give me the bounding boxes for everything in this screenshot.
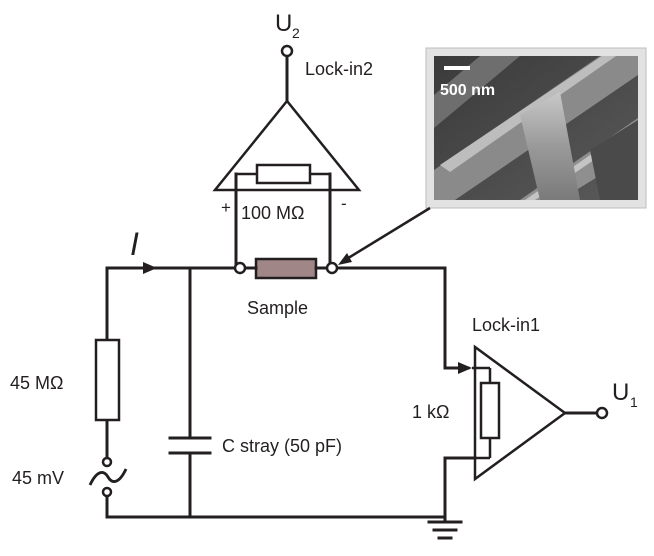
u1-terminal: [595, 406, 609, 420]
lock-in1-label: Lock-in1: [472, 315, 540, 335]
sem-inset: 500 nm: [425, 47, 647, 209]
feedback-resistor-label: 100 MΩ: [241, 203, 304, 223]
scale-bar-label: 500 nm: [440, 82, 495, 99]
u1-subscript: 1: [630, 394, 638, 410]
lock-in2-label: Lock-in2: [305, 59, 373, 79]
ac-source-icon: [88, 456, 128, 498]
sample-resistor: [254, 257, 318, 280]
feedback-resistor: [255, 163, 312, 185]
sample-terminal-right: [325, 261, 339, 275]
capacitor-label: C stray (50 pF): [222, 436, 342, 456]
u2-terminal: [280, 44, 294, 58]
series-resistor: [94, 338, 121, 422]
u2-label: U: [275, 10, 292, 37]
u2-subscript: 2: [292, 25, 300, 41]
lock-in1-amplifier: [472, 344, 568, 482]
shunt-resistor-label: 1 kΩ: [412, 402, 449, 422]
input-arrow-icon: [458, 362, 472, 374]
sample-label: Sample: [247, 298, 308, 318]
wiring: [105, 54, 599, 540]
minus-label: -: [341, 194, 347, 213]
series-resistor-label: 45 MΩ: [10, 373, 63, 393]
plus-label: +: [221, 198, 231, 217]
source-label: 45 mV: [12, 468, 64, 488]
scale-bar: [444, 66, 470, 70]
lock-in2-amplifier: [212, 99, 362, 192]
sample-terminal-left: [233, 261, 247, 275]
pointer-arrow-icon: [338, 253, 352, 265]
u1-label: U: [612, 379, 629, 406]
current-label: I: [130, 226, 139, 262]
shunt-resistor: [479, 381, 501, 440]
current-arrow-icon: [143, 262, 157, 274]
stray-capacitor: [168, 436, 212, 455]
